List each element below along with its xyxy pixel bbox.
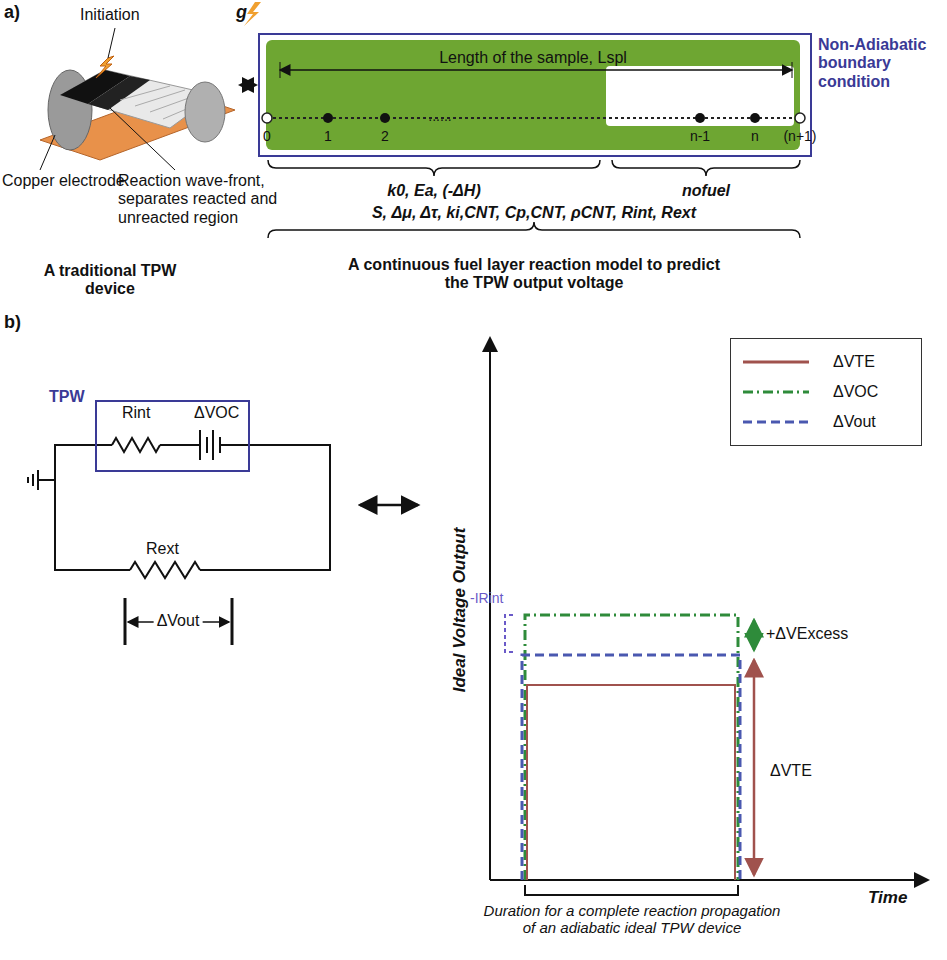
label: ΔVout bbox=[154, 612, 203, 630]
label: Non-Adiabatic boundary condition bbox=[818, 36, 944, 91]
label: ΔVTE bbox=[770, 762, 812, 780]
label: A traditional TPW device bbox=[35, 262, 185, 299]
label: A continuous fuel layer reaction model t… bbox=[344, 256, 724, 293]
label: 2 bbox=[381, 128, 389, 144]
brace bbox=[268, 160, 600, 176]
legend-box: ΔVTE ΔVOC ΔVout bbox=[730, 338, 922, 446]
legend-sample bbox=[741, 386, 811, 398]
label: 0 bbox=[263, 128, 271, 144]
label: b) bbox=[4, 312, 21, 333]
legend-text: ΔVTE bbox=[833, 353, 875, 371]
label: Reaction wave-front, separates reacted a… bbox=[118, 172, 318, 227]
box-heading: TPW bbox=[49, 388, 85, 406]
label: k0, Ea, (-ΔH) bbox=[387, 182, 480, 200]
legend-text: ΔVout bbox=[833, 413, 876, 431]
model-frame bbox=[244, 2, 812, 156]
legend-row: ΔVOC bbox=[741, 377, 911, 407]
legend-sample bbox=[741, 416, 811, 428]
label: g bbox=[236, 2, 247, 23]
tpw-device bbox=[40, 28, 235, 170]
label: Time bbox=[868, 888, 907, 908]
label: Copper electrode bbox=[2, 172, 125, 190]
label: 1 bbox=[324, 128, 332, 144]
label: Ideal Voltage Output bbox=[450, 528, 470, 693]
label: Rext bbox=[146, 540, 179, 558]
label: Rint bbox=[122, 404, 150, 422]
legend-row: ΔVout bbox=[741, 407, 911, 437]
brace bbox=[612, 160, 800, 176]
label: ...... bbox=[428, 108, 451, 124]
brace bbox=[268, 222, 800, 238]
label: ΔVOC bbox=[194, 404, 239, 422]
legend-sample bbox=[741, 356, 811, 368]
length-label: Length of the sample, Lspl bbox=[266, 49, 800, 67]
label: nofuel bbox=[682, 182, 730, 200]
label: -IRint bbox=[470, 590, 503, 606]
circuit bbox=[28, 430, 330, 645]
label: n bbox=[751, 128, 759, 144]
voltage-chart bbox=[490, 338, 928, 895]
label: Duration for a complete reaction propaga… bbox=[482, 902, 782, 937]
model-box: Length of the sample, Lspl bbox=[266, 40, 800, 150]
legend-text: ΔVOC bbox=[833, 383, 878, 401]
label: Initiation bbox=[80, 6, 140, 24]
label: a) bbox=[4, 2, 20, 23]
label: +ΔVExcess bbox=[766, 625, 848, 643]
label: (n+1) bbox=[783, 128, 816, 144]
label: n-1 bbox=[690, 128, 710, 144]
legend-row: ΔVTE bbox=[741, 347, 911, 377]
label: S, Δμ, Δτ, ki,CNT, Cp,CNT, ρCNT, Rint, R… bbox=[372, 204, 696, 222]
